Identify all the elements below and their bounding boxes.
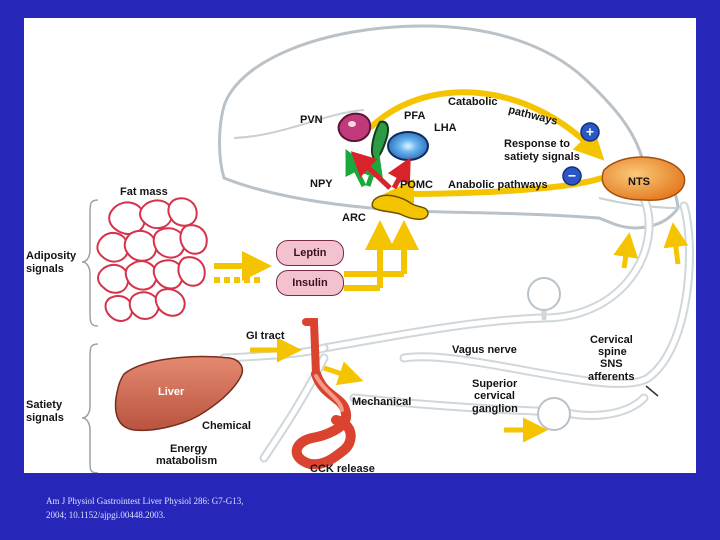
negative-badge: −: [562, 166, 582, 186]
mechanical-label: Mechanical: [352, 396, 412, 408]
response-label-line1: Response to: [504, 138, 571, 150]
cervical-label-line1: Cervical: [590, 334, 633, 346]
pvn-highlight: [348, 121, 356, 127]
gi-tract-label: GI tract: [246, 330, 285, 342]
cervical-label-line4: afferents: [588, 371, 635, 383]
anabolic-label: Anabolic pathways: [448, 179, 548, 191]
vagus-arrow-up: [613, 232, 639, 269]
cervical-label-line2: spine: [598, 346, 627, 358]
superior-label-line2: cervical: [474, 390, 515, 402]
satiety-brace: [81, 343, 99, 473]
plus-sign: +: [586, 124, 594, 140]
cck-release-label: CCK release: [310, 463, 375, 475]
adiposity-brace: [81, 199, 99, 327]
arc-label: ARC: [342, 212, 366, 224]
nts-nucleus: [601, 156, 686, 201]
diagram-panel: + −: [24, 18, 696, 475]
superior-label-line1: Superior: [472, 378, 518, 390]
pvn-label: PVN: [300, 114, 323, 126]
adiposity-label-line2: signals: [26, 263, 64, 275]
liver: [114, 355, 244, 432]
citation-line2: 2004; 10.1152/ajpgi.00448.2003.: [46, 510, 166, 520]
npy-label: NPY: [310, 178, 333, 190]
pvn-nucleus: [337, 112, 372, 142]
gi-tract: [291, 318, 356, 470]
citation: Am J Physiol Gastrointest Liver Physiol …: [46, 494, 244, 522]
fat-cells: [96, 197, 208, 322]
minus-sign: −: [568, 168, 576, 184]
positive-badge: +: [580, 122, 600, 142]
insulin-pill: Insulin: [276, 270, 344, 296]
satiety-label-line2: signals: [26, 412, 64, 424]
pfa-label: PFA: [404, 110, 426, 122]
satiety-label-line1: Satiety: [26, 399, 63, 411]
cervical-label-line3: SNS: [600, 358, 623, 370]
cervical-label-arrow: [645, 385, 659, 397]
nerve-tracts: [219, 193, 694, 463]
chemical-label: Chemical: [202, 420, 251, 432]
spinal-arrow-up: [663, 222, 689, 265]
catabolic-label-line1: Catabolic: [448, 96, 498, 108]
arc-nucleus: [371, 194, 429, 220]
adiposity-label-line1: Adiposity: [26, 250, 77, 262]
response-label-line2: satiety signals: [504, 151, 580, 163]
anabolic-pathway-arrow: [384, 175, 603, 209]
superior-label-line3: ganglion: [472, 403, 518, 415]
vagus-nerve-label: Vagus nerve: [452, 344, 517, 356]
leptin-pill: Leptin: [276, 240, 344, 266]
pomc-arrow-to-lha: [387, 157, 411, 190]
citation-line1: Am J Physiol Gastrointest Liver Physiol …: [46, 496, 244, 506]
lha-nucleus: [387, 131, 429, 161]
liver-label: Liver: [158, 386, 185, 398]
superior-cervical-ganglion: [537, 397, 571, 431]
energy-label-line1: Energy: [170, 443, 208, 455]
vagal-ganglion: [527, 277, 561, 311]
energy-label-line2: matabolism: [156, 455, 218, 467]
lha-label: LHA: [434, 122, 457, 134]
fat-mass-label: Fat mass: [120, 186, 168, 198]
nts-label: NTS: [628, 176, 650, 188]
cck-arrow: [323, 361, 364, 386]
diagram-artwork: + −: [81, 24, 694, 473]
pomc-label: POMC: [400, 179, 433, 191]
catabolic-pathway-arrow: [367, 89, 605, 161]
pomc-arrow-to-pvn: [350, 151, 392, 190]
